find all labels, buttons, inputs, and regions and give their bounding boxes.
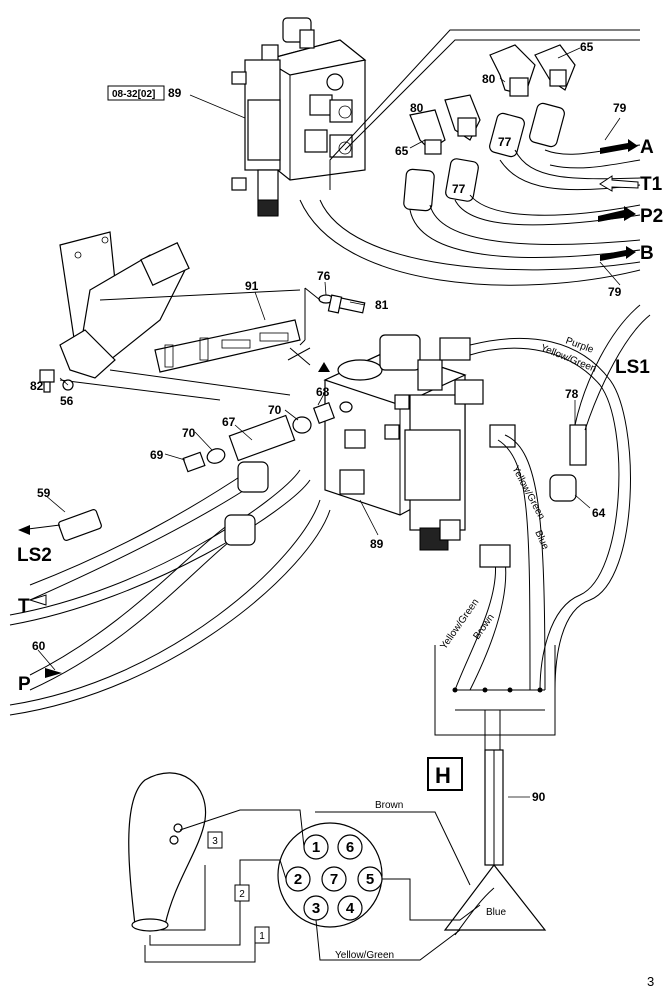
pin-5: 5 — [366, 871, 374, 888]
pin-7: 7 — [330, 871, 338, 888]
callout-89-top: 89 — [168, 86, 182, 100]
callout-65-top: 65 — [580, 40, 594, 54]
callout-59: 59 — [37, 486, 51, 500]
callout-65-mid: 65 — [395, 144, 409, 158]
joystick-bracket-assembly — [39, 231, 301, 401]
port-ls1-label: LS1 — [615, 357, 650, 378]
callout-81: 81 — [375, 298, 389, 312]
pin-2: 2 — [294, 871, 302, 888]
wire-yellow-green-bottom: Yellow/Green — [335, 950, 394, 961]
callout-69: 69 — [150, 448, 164, 462]
port-t-label: T — [18, 596, 30, 617]
button-3-label: 3 — [212, 836, 218, 847]
callout-80-left: 80 — [410, 101, 424, 115]
port-p-label: P — [18, 674, 31, 695]
pin-6: 6 — [346, 839, 354, 856]
hoses-left — [9, 461, 331, 716]
callout-79-top: 79 — [613, 101, 627, 115]
callout-79-bottom: 79 — [608, 285, 622, 299]
middle-fittings — [182, 304, 651, 502]
ref-box — [107, 85, 165, 101]
callout-77-a: 77 — [498, 135, 512, 149]
pin-3: 3 — [312, 900, 320, 917]
callout-90: 90 — [532, 790, 546, 804]
callout-77-b: 77 — [452, 182, 466, 196]
callout-80-top: 80 — [482, 72, 496, 86]
wire-blue-right: Blue — [532, 529, 551, 552]
callout-67: 67 — [222, 415, 236, 429]
round-connector — [277, 822, 383, 928]
top-fittings — [403, 44, 576, 212]
port-arrows-top — [598, 139, 639, 261]
callout-56: 56 — [60, 394, 74, 408]
handle-button-boxes — [207, 831, 270, 944]
connector-h-box — [427, 757, 463, 791]
leader-lines — [37, 47, 621, 798]
port-ls2-label: LS2 — [17, 545, 52, 566]
port-b-label: B — [640, 243, 654, 264]
callout-68: 68 — [316, 385, 330, 399]
top-valve-block — [231, 17, 367, 217]
ref-box-text: 08-32[02] — [112, 89, 155, 100]
port-a-label: A — [640, 137, 654, 158]
callout-76: 76 — [317, 269, 331, 283]
port-t1-label: T1 — [640, 174, 663, 195]
middle-valve-block — [323, 334, 516, 551]
joystick-handle — [128, 772, 207, 932]
bolt-and-washer — [287, 287, 366, 372]
callout-70-left: 70 — [182, 426, 196, 440]
pin-4: 4 — [346, 900, 355, 917]
port-p2-label: P2 — [640, 206, 663, 227]
wiring-harness — [434, 337, 631, 750]
button-2-label: 2 — [239, 889, 245, 900]
wire-blue-bottom: Blue — [486, 907, 506, 918]
callout-89-bottom: 89 — [370, 537, 384, 551]
callout-70-right: 70 — [268, 403, 282, 417]
page-number: 3 — [647, 974, 654, 989]
button-1-label: 1 — [259, 931, 265, 942]
callout-91: 91 — [245, 279, 259, 293]
pin-1: 1 — [312, 839, 320, 856]
callout-64: 64 — [592, 506, 606, 520]
wire-yellow-green-2: Yellow/Green — [509, 464, 546, 521]
connector-h-label: H — [435, 763, 451, 788]
callout-78: 78 — [565, 387, 579, 401]
bottom-wiring — [144, 809, 481, 963]
callout-82: 82 — [30, 379, 44, 393]
wire-brown-bottom: Brown — [375, 800, 403, 811]
callout-60: 60 — [32, 639, 46, 653]
